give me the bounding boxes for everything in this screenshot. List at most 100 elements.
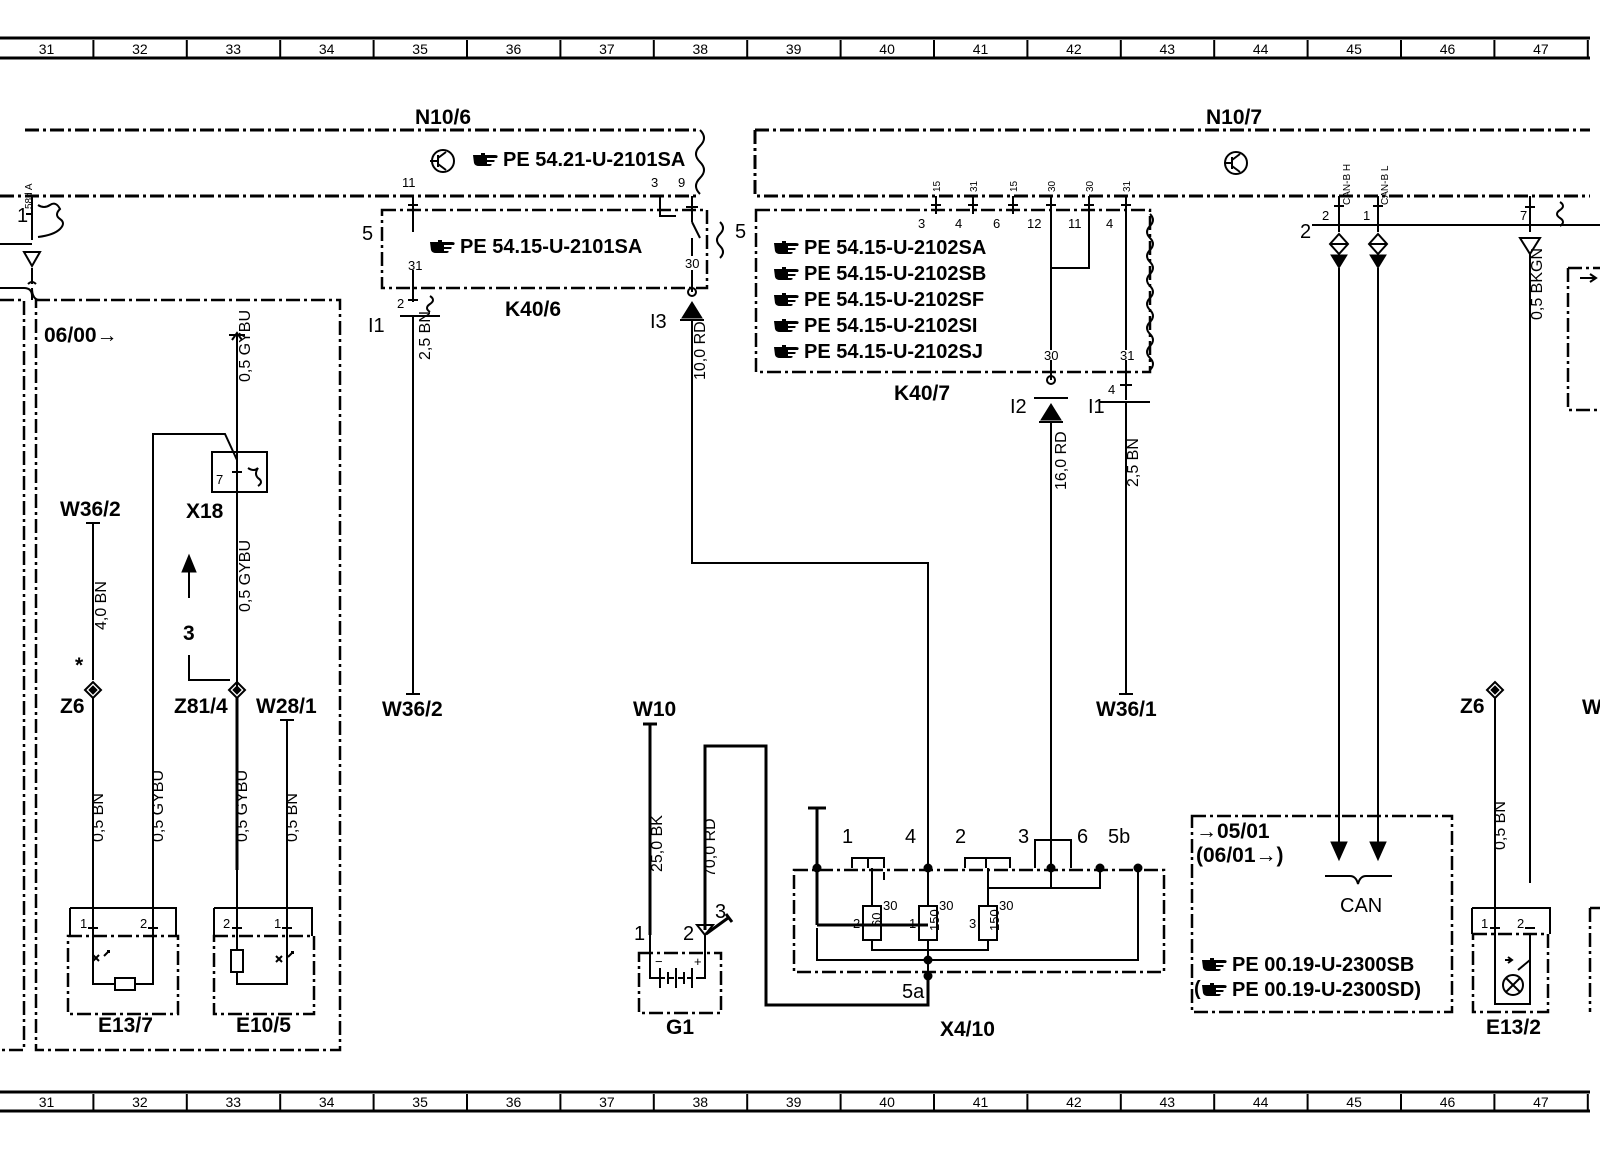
pin-label: 2: [140, 916, 147, 931]
reference-hand-icon: [1202, 958, 1227, 971]
paren-open: (: [1194, 978, 1201, 1000]
bottom-ruler-column-number: 39: [786, 1094, 802, 1110]
wire-label: 0,5 BN: [90, 793, 107, 842]
n10-7-label: N10/7: [1206, 106, 1262, 129]
pin-label: 31: [969, 180, 980, 192]
top-ruler-column-number: 42: [1066, 41, 1082, 57]
pin-label: 30: [1085, 180, 1096, 192]
can-box-line1: →05/01: [1196, 820, 1270, 843]
x18-label: X18: [186, 500, 224, 523]
can-box-line2: (06/01→): [1196, 844, 1284, 867]
n10-6-label: N10/6: [415, 106, 471, 129]
pin-label: 9: [678, 175, 685, 190]
pin-label: 1: [80, 916, 87, 931]
pin-label: 1: [909, 916, 916, 931]
pin-label: 30: [1044, 348, 1058, 363]
can-box-ref2: PE 00.19-U-2300SD): [1232, 979, 1421, 1001]
pin-label: 2: [955, 826, 966, 848]
pin-label: 2: [223, 916, 230, 931]
n10-7-module: N10/7 15 31 15 30 30 31 CAN-B H CAN-B L …: [753, 106, 1600, 243]
top-ruler-column-number: 47: [1533, 41, 1549, 57]
reference-hand-icon: [473, 153, 498, 166]
k40-6-label: K40/6: [505, 298, 561, 321]
can-bus-label: CAN: [1340, 895, 1382, 917]
wire-label: 16,0 RD: [1053, 431, 1070, 490]
pin-label: 30: [1047, 180, 1058, 192]
pin-label: 58d A: [24, 183, 35, 209]
pin-label: 5b: [1108, 826, 1130, 848]
bottom-ruler-column-number: 45: [1346, 1094, 1362, 1110]
bottom-ruler-column-number: 40: [879, 1094, 895, 1110]
pin-label: 4: [905, 826, 916, 848]
bottom-ruler-column-number: 37: [599, 1094, 615, 1110]
e13-2-lamp: Z6 0,5 BN 1 2 E13/2 W: [1460, 680, 1600, 1039]
pin-label: 5: [362, 223, 373, 245]
top-ruler-column-number: 31: [39, 41, 55, 57]
k40-7-ref: PE 54.15-U-2102SJ: [804, 341, 983, 363]
z81-4-label: Z81/4: [174, 695, 228, 718]
top-ruler-column-number: 39: [786, 41, 802, 57]
minus-sign: −: [655, 954, 663, 969]
left-n10-6-connector: 58d A 1: [0, 183, 64, 285]
n10-6-module: N10/6 PE 54.21-U-2101SA 11 3 9: [0, 106, 705, 198]
pin-label: I1: [1088, 396, 1105, 418]
top-ruler-column-number: 32: [132, 41, 148, 57]
wire-label: 25,0 BK: [649, 815, 666, 872]
pin-label: 7: [1520, 208, 1527, 223]
reference-hand-icon: [430, 240, 455, 253]
pin-label: 4: [1108, 382, 1115, 397]
pin-label: 1: [1363, 208, 1370, 223]
pin-label: 4: [1106, 216, 1113, 231]
e13-7-label: E13/7: [98, 1014, 153, 1037]
top-ruler-column-number: 45: [1346, 41, 1362, 57]
pin-label: 2: [683, 923, 694, 945]
top-ruler-column-number: 44: [1253, 41, 1269, 57]
pin-label: 11: [1068, 216, 1082, 231]
pin-label: 15: [932, 180, 943, 192]
top-ruler-column-number: 33: [226, 41, 242, 57]
fuse-rating: 150: [927, 909, 942, 931]
wire-label: 0,5 GYBU: [150, 770, 167, 842]
pin-label: 6: [1077, 826, 1088, 848]
top-ruler-column-number: 43: [1160, 41, 1176, 57]
bottom-ruler-column-number: 46: [1440, 1094, 1456, 1110]
transistor-icon: [430, 149, 455, 173]
w10-label: W10: [633, 698, 676, 721]
wire-label: 0,5 BN: [1492, 801, 1509, 850]
x4-10-label: X4/10: [940, 1018, 995, 1041]
pin-label: 4: [955, 216, 962, 231]
pin-label: 2: [397, 296, 404, 311]
k40-7-ref: PE 54.15-U-2102SA: [804, 237, 986, 259]
pin-label: 11: [402, 175, 416, 190]
reference-hand-icon: [774, 345, 799, 358]
pin-label: 3: [918, 216, 925, 231]
pin-label: 15: [1009, 180, 1020, 192]
bottom-ruler-column-number: 31: [39, 1094, 55, 1110]
arrow-3-note: 3: [183, 622, 195, 645]
pin-label: 1: [274, 916, 281, 931]
z6-left-label: Z6: [60, 695, 85, 718]
can-bus-wires: 0,5 BKGN: [1328, 196, 1600, 883]
k40-6-ref: PE 54.15-U-2101SA: [460, 236, 642, 258]
pin-label: 2: [1322, 208, 1329, 223]
e10-5-lamp: 2 1 E10/5: [212, 870, 316, 1037]
pin-label: I1: [368, 315, 385, 337]
wire-label: 2,5 BN: [1125, 438, 1142, 487]
k40-7-ref: PE 54.15-U-2102SF: [804, 289, 984, 311]
wire-label: 0,5 BN: [284, 793, 301, 842]
plus-sign: +: [694, 954, 702, 969]
top-ruler-column-number: 37: [599, 41, 615, 57]
pin-label: 30: [685, 256, 699, 271]
pin-label: 3: [1018, 826, 1029, 848]
k40-7-ref: PE 54.15-U-2102SI: [804, 315, 977, 337]
transistor-icon: [1224, 151, 1248, 175]
g1-battery: W10 25,0 BK 70,0 RD 1 2 3 − + G1: [633, 698, 930, 1039]
e13-2-label: E13/2: [1486, 1016, 1541, 1039]
x4-10-fuse-block: 1 4 2 3 6 5b 60 150 150 30 30 30 2 1 3 5…: [792, 806, 1166, 1041]
wire-label: 0,5 GYBU: [237, 310, 254, 382]
fuse-rating: 60: [869, 913, 884, 927]
top-ruler-column-number: 34: [319, 41, 335, 57]
bottom-ruler-column-number: 43: [1160, 1094, 1176, 1110]
wire-label: 0,5 GYBU: [237, 540, 254, 612]
